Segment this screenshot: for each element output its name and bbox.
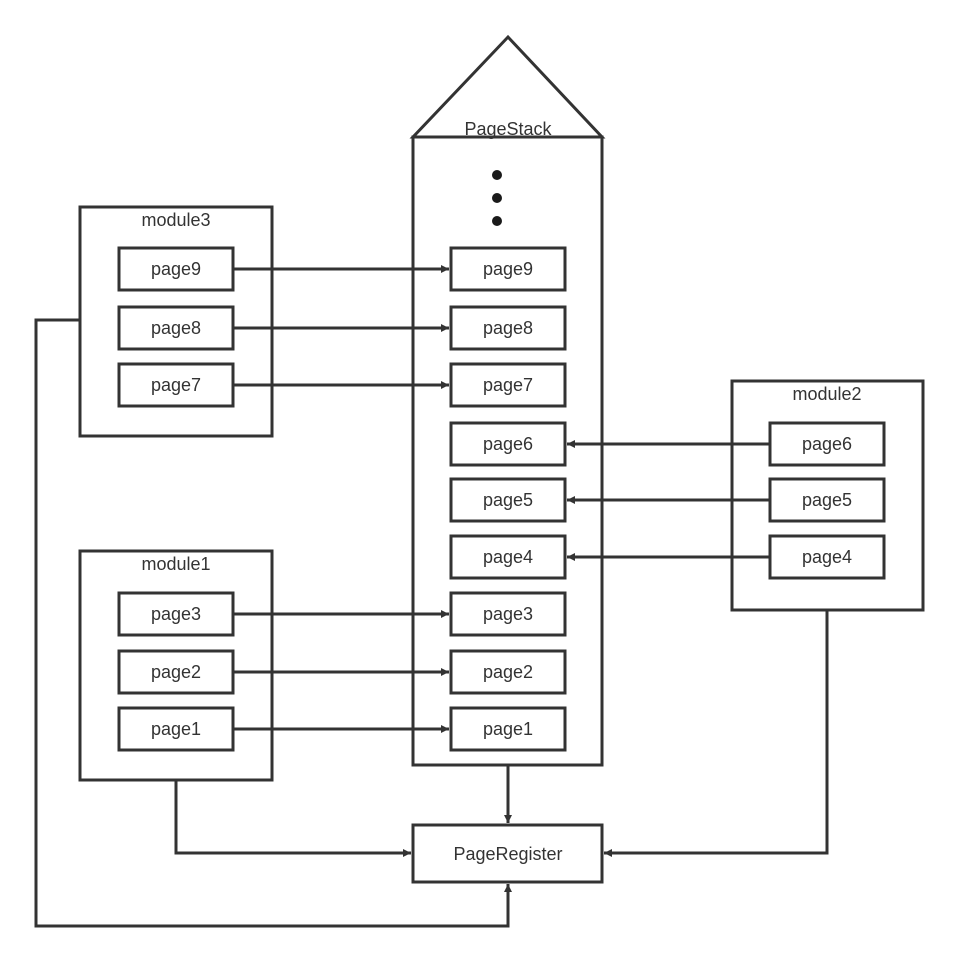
ellipsis-dot (492, 170, 502, 180)
page-register-label: PageRegister (453, 844, 562, 864)
svg-text:page9: page9 (151, 259, 201, 279)
stack-page-5: page5 (449, 477, 567, 523)
svg-text:page6: page6 (802, 434, 852, 454)
stack-page-8: page8 (449, 305, 567, 351)
stack-page-2: page2 (449, 649, 567, 695)
svg-text:page7: page7 (151, 375, 201, 395)
page-register: PageRegister (411, 823, 604, 884)
stack-page-4: page4 (449, 534, 567, 580)
module2-page-4: page4 (768, 534, 886, 580)
page-stack: PageStack page9 page8 page7 page6 page5 … (409, 34, 606, 767)
module1-title: module1 (141, 554, 210, 574)
page-stack-title: PageStack (464, 119, 552, 139)
module2-title: module2 (792, 384, 861, 404)
module2-page-5: page5 (768, 477, 886, 523)
module1-page-3: page3 (117, 591, 235, 637)
page-register-box (411, 823, 604, 884)
svg-text:page3: page3 (151, 604, 201, 624)
svg-text:page8: page8 (151, 318, 201, 338)
module1: module1 page3 page2 page1 (78, 549, 274, 782)
svg-text:page1: page1 (483, 719, 533, 739)
svg-text:page3: page3 (483, 604, 533, 624)
module1-page-1: page1 (117, 706, 235, 752)
module3-title: module3 (141, 210, 210, 230)
svg-text:page8: page8 (483, 318, 533, 338)
svg-text:page7: page7 (483, 375, 533, 395)
module3-page-8: page8 (117, 305, 235, 351)
stack-page-9: page9 (449, 246, 567, 292)
arrow-module3-to-register (34, 318, 512, 928)
svg-text:page5: page5 (483, 490, 533, 510)
ellipsis-dot (492, 193, 502, 203)
arrow-module2-to-register (604, 610, 829, 857)
module3: module3 page9 page8 page7 (78, 205, 274, 438)
svg-text:page6: page6 (483, 434, 533, 454)
module2: module2 page6 page5 page4 (730, 379, 925, 612)
svg-text:page2: page2 (483, 662, 533, 682)
svg-text:page4: page4 (483, 547, 533, 567)
module1-page-2: page2 (117, 649, 235, 695)
stack-page-7: page7 (449, 362, 567, 408)
svg-text:page9: page9 (483, 259, 533, 279)
stack-page-1: page1 (449, 706, 567, 752)
svg-text:page5: page5 (802, 490, 852, 510)
module3-page-7: page7 (117, 362, 235, 408)
stack-page-3: page3 (449, 591, 567, 637)
ellipsis-dot (492, 216, 502, 226)
svg-text:page2: page2 (151, 662, 201, 682)
module2-page-6: page6 (768, 421, 886, 467)
svg-text:page1: page1 (151, 719, 201, 739)
svg-text:page4: page4 (802, 547, 852, 567)
module3-page-9: page9 (117, 246, 235, 292)
stack-page-6: page6 (449, 421, 567, 467)
arrow-module1-to-register (174, 780, 411, 857)
